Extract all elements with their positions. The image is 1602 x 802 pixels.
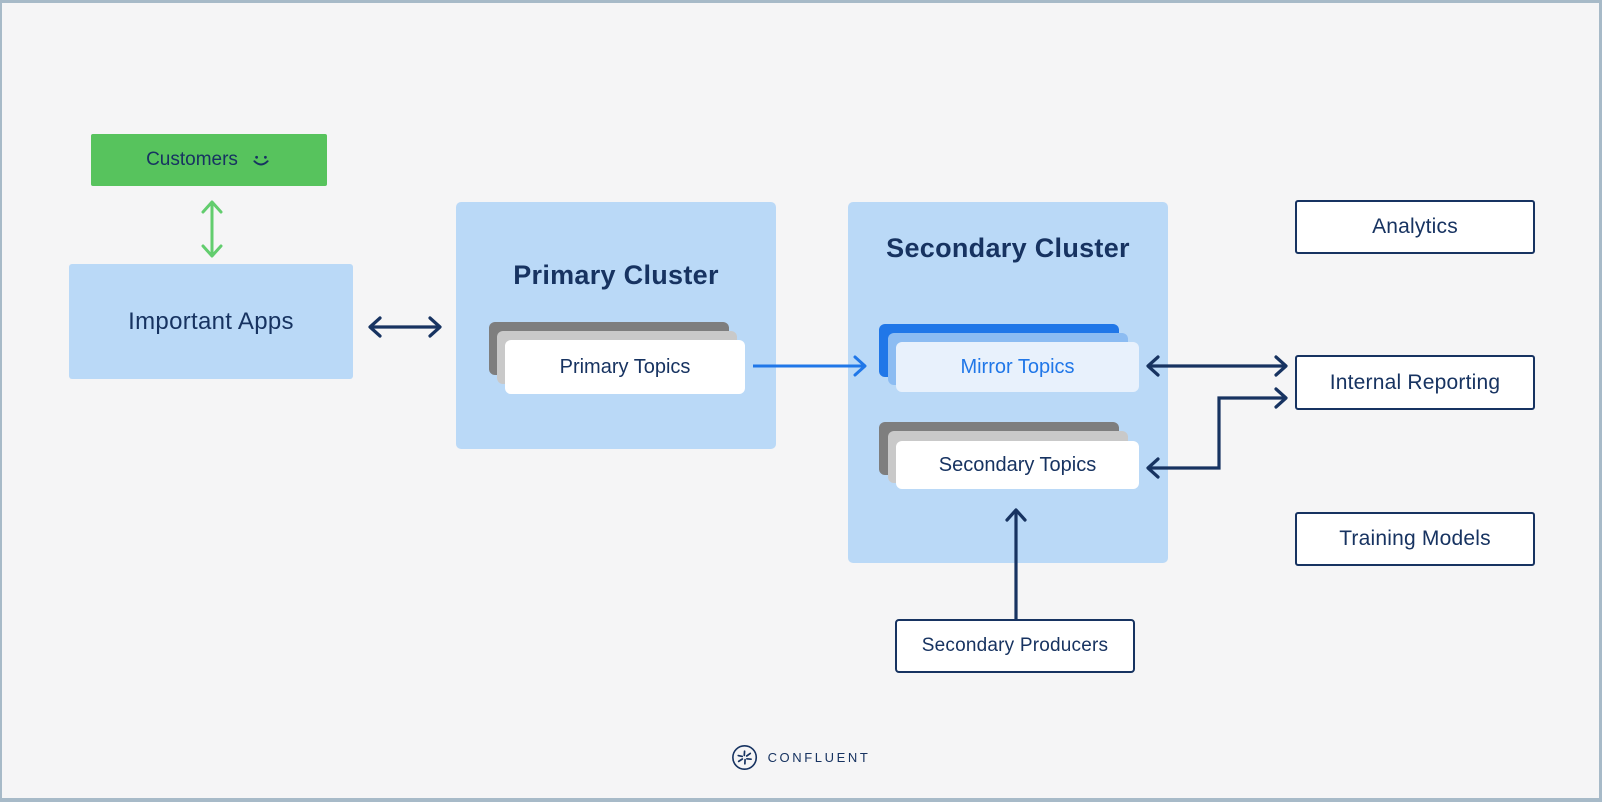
customers-label: Customers xyxy=(146,149,238,170)
internal-reporting-box: Internal Reporting xyxy=(1295,355,1535,410)
brand-name: CONFLUENT xyxy=(767,750,871,765)
smiley-icon xyxy=(250,149,272,171)
primary-topics-label: Primary Topics xyxy=(559,355,691,378)
primary-topics-card: Primary Topics xyxy=(505,340,745,394)
analytics-box: Analytics xyxy=(1295,200,1535,254)
important-apps-box: Important Apps xyxy=(69,264,353,379)
confluent-logo-icon xyxy=(731,744,758,771)
secondary-topics-card: Secondary Topics xyxy=(896,441,1139,489)
apps-primary-arrow xyxy=(368,316,442,338)
brand-footer: CONFLUENT xyxy=(731,744,871,771)
secondary-topics-label: Secondary Topics xyxy=(938,453,1097,476)
customers-box: Customers xyxy=(91,134,327,186)
secondary-producers-box: Secondary Producers xyxy=(895,619,1135,673)
mirror-topics-card: Mirror Topics xyxy=(896,342,1139,392)
mirror-topics-label: Mirror Topics xyxy=(960,355,1075,378)
training-models-box: Training Models xyxy=(1295,512,1535,566)
important-apps-label: Important Apps xyxy=(128,307,294,335)
primary-cluster-title: Primary Cluster xyxy=(513,260,719,290)
internal-reporting-label: Internal Reporting xyxy=(1329,370,1501,394)
secondary-producers-label: Secondary Producers xyxy=(921,635,1109,656)
secondary-cluster-title: Secondary Cluster xyxy=(886,233,1130,263)
analytics-label: Analytics xyxy=(1372,215,1458,238)
customers-apps-arrow xyxy=(201,200,223,258)
training-models-label: Training Models xyxy=(1339,527,1491,550)
